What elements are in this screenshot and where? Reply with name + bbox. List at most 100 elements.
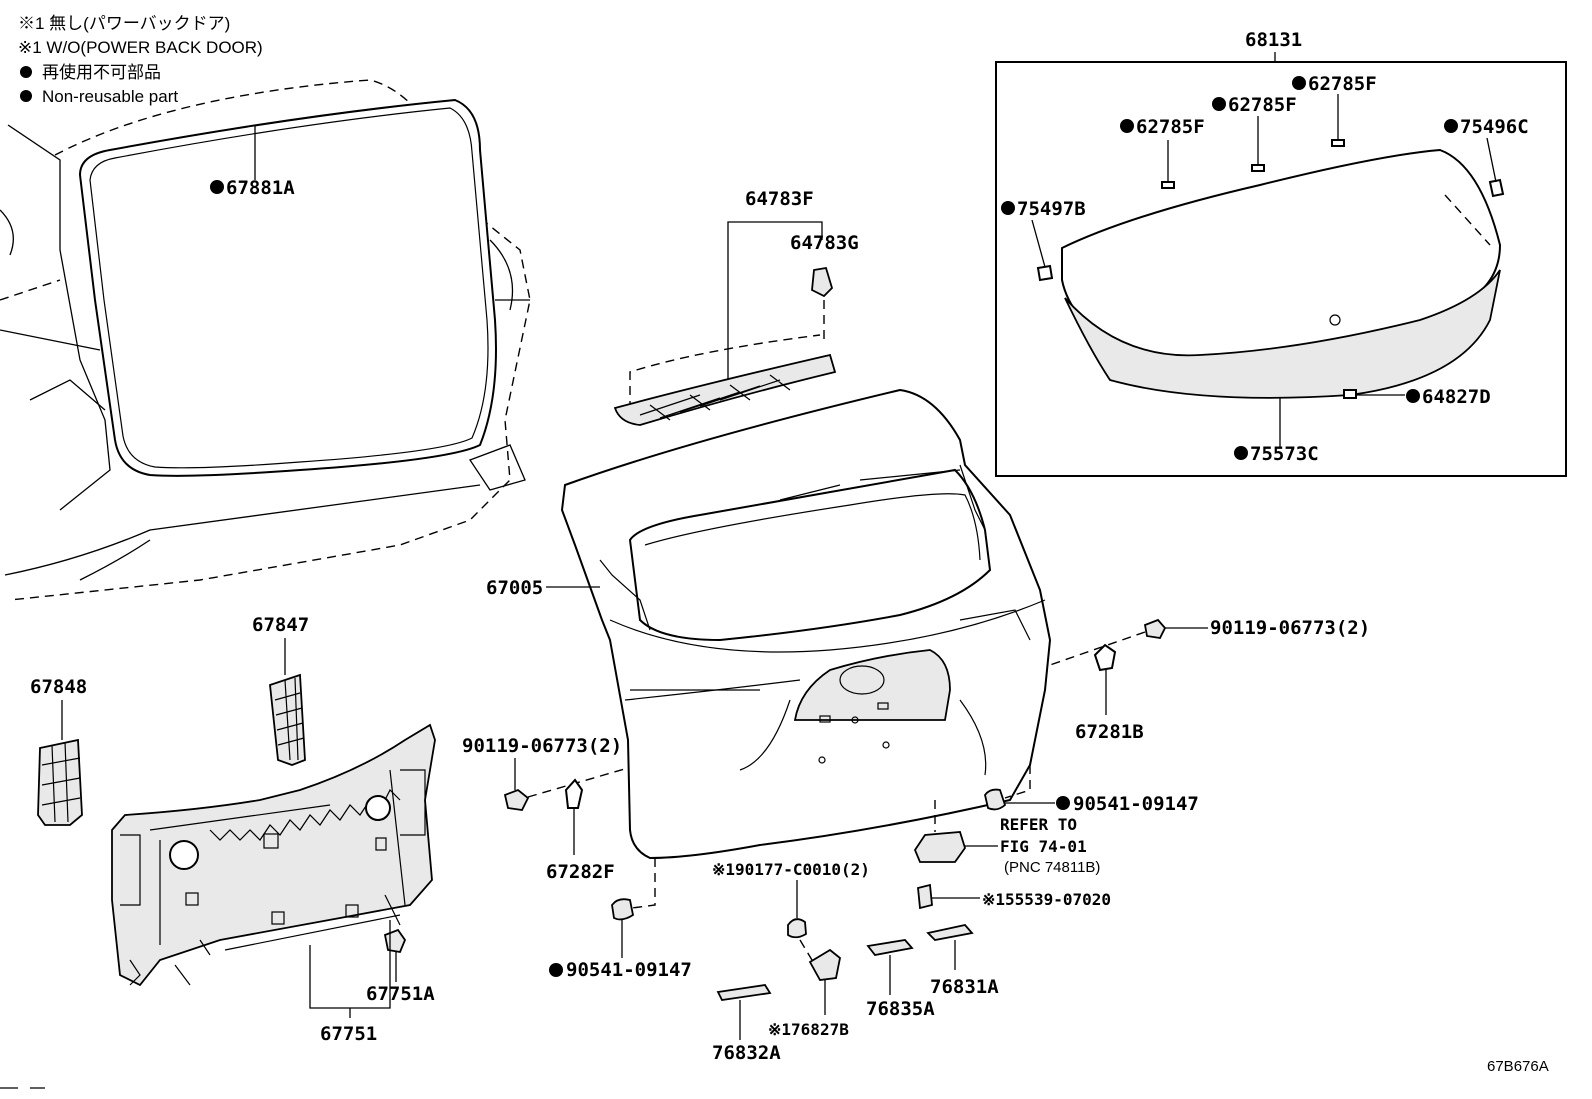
clip-62785F-2 [1251,164,1265,172]
figure-code: 67B676A [1487,1058,1549,1075]
part-number-55539: ※155539-07020 [982,890,1111,909]
part-number: 62785F [1228,94,1297,116]
part-number: 67751 [320,1023,377,1045]
license-lamp-assy: ※155539-07020 [913,800,1111,910]
non-reusable-bullet-icon [549,963,563,977]
non-reusable-bullet-icon [1444,119,1458,133]
part-number: 90541-09147 [1073,793,1199,815]
refer-note: REFER TO FIG 74-01 (PNC 74811B) [1000,815,1100,876]
part-number: 62785F [1308,73,1377,95]
cover-76831A: 76831A [926,924,999,998]
trim-board-body [111,723,436,987]
bumper-icon [611,898,635,921]
part-number: 62785F [1136,116,1205,138]
part-number: 76832A [712,1042,781,1064]
part-number: 67282F [546,861,615,883]
non-reusable-bullet-icon [210,180,224,194]
clip-75496C [1488,178,1505,198]
hinge-icon [564,778,584,809]
grommet-icon [169,840,199,870]
label-75573C: 75573C [1234,443,1319,465]
part-number: 75497B [1017,198,1086,220]
bumper-90541-right: 90541-09147 [984,765,1199,815]
part-number-68131: 68131 [1245,29,1302,51]
refer-fig-label: FIG 74-01 [1000,837,1087,856]
group-frame [995,61,1567,477]
part-number: 67751A [366,983,435,1005]
door-glass-opening [628,468,992,642]
part-number: 90119-06773(2) [1210,617,1370,639]
side-trim-67848: 67848 [30,676,87,826]
label-62785F-c: 62785F [1292,73,1377,95]
non-reusable-bullet-icon [1406,389,1420,403]
part-number: 64827D [1422,386,1491,408]
bullet-icon [20,90,32,102]
vehicle-body-rear [0,79,531,601]
part-number: ※190177-C0010(2) [712,860,870,879]
cover-icon [866,939,914,956]
cover-icon [808,948,841,981]
label-62785F-b: 62785F [1212,94,1297,116]
refer-to-label: REFER TO [1000,815,1077,834]
label-67881A: 67881A [210,177,295,199]
clip-75497B [1036,264,1054,282]
license-lamp-recess [793,649,951,721]
bumper-icon [984,788,1007,811]
label-75496C: 75496C [1444,116,1529,138]
label-64827D: 64827D [1406,386,1491,408]
clip-64783G [811,266,834,298]
non-reusable-bullet-icon [1292,76,1306,90]
cover-icon [716,984,772,1001]
cover-76827B: ※176827B [768,948,849,1039]
note-jp-wo-power-back-door: ※1 無し(パワーバックドア) [18,14,230,33]
screw-90177: ※190177-C0010(2) [712,860,870,971]
label-67005: 67005 [486,577,600,599]
legend: ※1 無し(パワーバックドア) ※1 W/O(POWER BACK DOOR) … [18,14,263,106]
part-number: 76831A [930,976,999,998]
bullet-icon [20,66,32,78]
non-reusable-bullet-icon [1056,796,1070,810]
note-non-reusable: Non-reusable part [42,87,178,106]
part-number: 90541-09147 [566,959,692,981]
clip-62785F-1 [1161,181,1175,189]
clip-icon [383,928,407,954]
clip-62785F-3 [1331,139,1345,147]
hinge-icon [1093,643,1117,672]
bumper-90541-left: 90541-09147 [549,858,692,981]
non-reusable-bullet-icon [1001,201,1015,215]
label-67751: 67751 [309,920,391,1045]
bolt-icon [1143,618,1167,639]
part-number: 75496C [1460,116,1529,138]
side-trim-67847: 67847 [252,614,309,766]
cover-icon [926,924,974,941]
non-reusable-bullet-icon [1120,119,1134,133]
refer-pnc-label: (PNC 74811B) [1004,859,1100,876]
part-number: 75573C [1250,443,1319,465]
glass-lower-molding [1064,269,1501,399]
part-number-64783F: 64783F [745,188,814,210]
back-door-panel-67005 [560,388,1052,860]
bolt-90119-right: 90119-06773(2) [1049,617,1370,666]
part-number: 67848 [30,676,87,698]
part-number: 67847 [252,614,309,636]
part-number: 76835A [866,998,935,1020]
bolt-90119-left: 90119-06773(2) [462,735,629,811]
part-number: 90119-06773(2) [462,735,622,757]
clip-64827D [1343,389,1357,399]
cover-76835A: 76835A [866,939,935,1020]
trim-board-67751 [111,723,436,987]
clip-67751A: 67751A [366,928,435,1005]
non-reusable-bullet-icon [1234,446,1248,460]
trim-panel-icon [37,738,83,826]
bolt-icon [503,788,530,811]
trim-panel [613,353,837,426]
part-number-64783G: 64783G [790,232,859,254]
grommet-icon [365,795,391,821]
upper-trim-64783F: 64783F 64783G [613,188,859,426]
part-number: 67881A [226,177,295,199]
screw-icon [787,918,807,939]
non-reusable-bullet-icon [1212,97,1226,111]
note-wo-power-back-door: ※1 W/O(POWER BACK DOOR) [18,38,263,57]
label-75497B: 75497B [1001,198,1086,220]
